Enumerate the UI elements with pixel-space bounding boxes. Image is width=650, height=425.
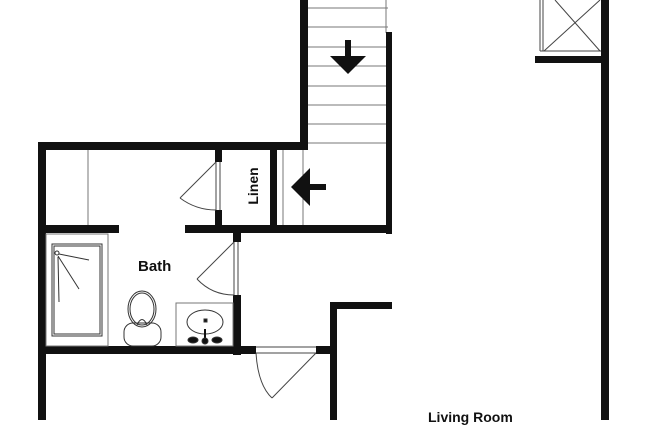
shower-icon: [45, 233, 109, 347]
room-label-living-room: Living Room: [428, 409, 513, 425]
room-label-bath: Bath: [138, 258, 172, 275]
toilet-icon: [123, 290, 162, 347]
arrow-left-icon: [291, 168, 326, 206]
closet-x-box: [539, 0, 601, 52]
linen-door: [179, 161, 221, 211]
room-label-linen: Linen: [245, 167, 261, 205]
bath-door: [196, 241, 239, 296]
lower-door: [255, 346, 317, 399]
arrow-down-icon: [330, 40, 366, 74]
walls: [38, 0, 609, 420]
sink-icon: [175, 302, 234, 347]
